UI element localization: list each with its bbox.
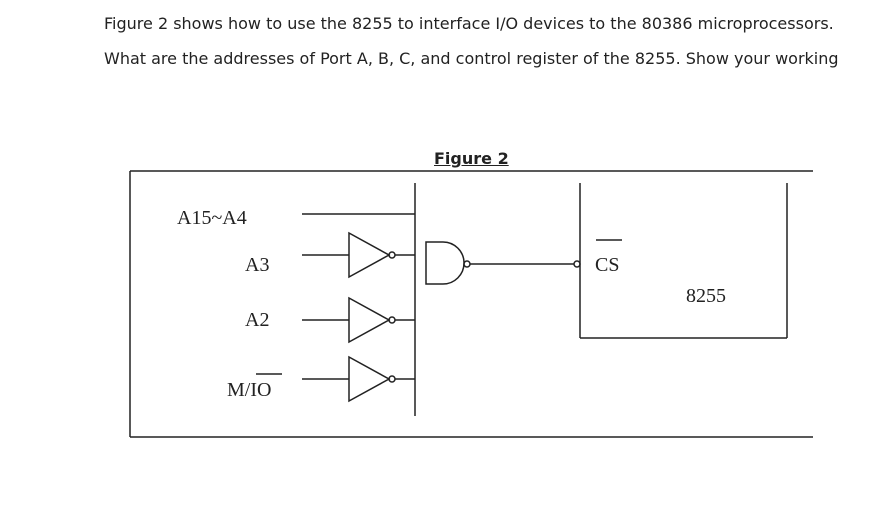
question-line-2: What are the addresses of Port A, B, C, … <box>104 49 839 68</box>
label-8255: 8255 <box>686 285 726 307</box>
a2-inverter-shape <box>348 296 391 344</box>
cs-bubble <box>573 260 581 268</box>
a3-inverter-shape <box>348 231 391 279</box>
label-cs: CS <box>595 254 619 276</box>
label-a2: A2 <box>245 309 269 331</box>
nand-gate-bubble <box>463 260 471 268</box>
question-line-1: Figure 2 shows how to use the 8255 to in… <box>104 14 834 33</box>
label-a3: A3 <box>245 254 269 276</box>
figure-title: Figure 2 <box>434 149 509 168</box>
m-io-inverter-shape <box>348 355 391 403</box>
label-m-io: M/IO <box>227 379 271 401</box>
nand-gate-shape <box>425 241 465 285</box>
label-a15-a4: A15~A4 <box>177 207 247 229</box>
